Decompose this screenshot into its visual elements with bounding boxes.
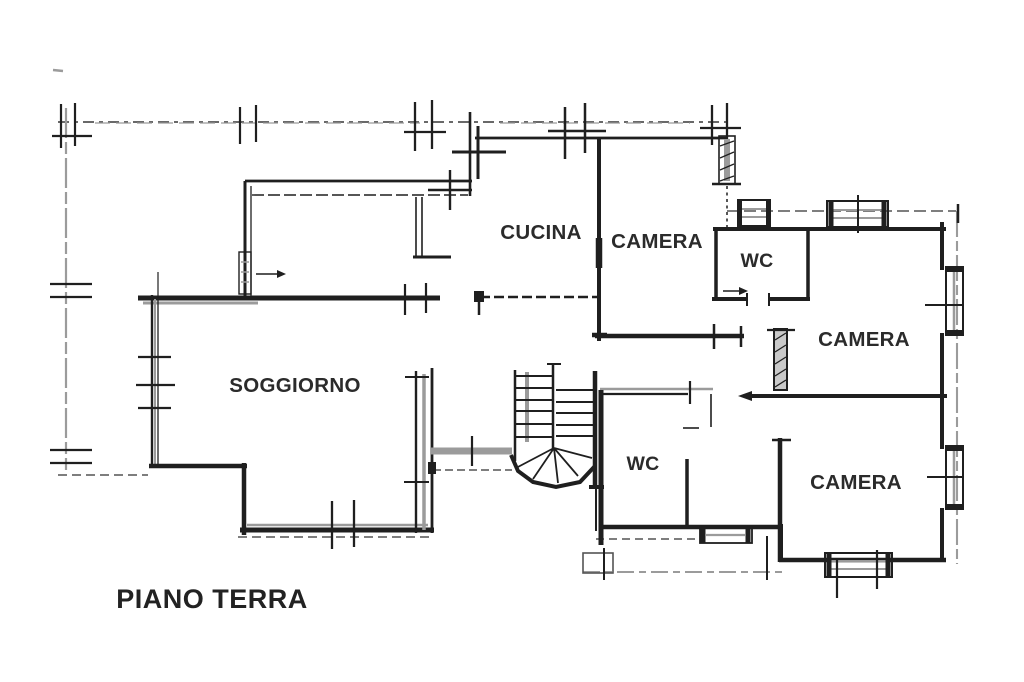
- entry-step: [582, 552, 614, 574]
- stair-treads-right: [556, 389, 594, 437]
- room-label-wc-lower: WC: [626, 453, 659, 475]
- stray-scan-mark: [52, 68, 64, 73]
- door-swing-arrow: [277, 270, 286, 278]
- stair-winders: [515, 447, 593, 484]
- window-icon: [238, 105, 258, 144]
- window-icon: [945, 266, 964, 336]
- window-icon: [403, 283, 428, 315]
- walls: [136, 112, 964, 598]
- wall-nub: [428, 462, 436, 474]
- window-icon: [452, 126, 506, 179]
- plan-title: PIANO TERRA: [116, 584, 308, 614]
- room-label-cucina: CUCINA: [500, 221, 582, 244]
- window-icon: [136, 355, 175, 410]
- room-label-camera-mid: CAMERA: [818, 328, 910, 351]
- staircase-icon: [509, 363, 597, 490]
- window-cross-symbols: [50, 100, 741, 465]
- window-icon: [737, 199, 771, 227]
- corridor: [428, 436, 512, 474]
- stair-treads-left: [514, 375, 552, 438]
- room-label-camera-bottom: CAMERA: [810, 471, 902, 494]
- room-label-wc-top: WC: [740, 250, 773, 272]
- window-icon: [824, 552, 893, 578]
- stair-base: [509, 454, 597, 490]
- window-icon: [330, 500, 356, 549]
- window-icon: [548, 103, 606, 159]
- room-label-soggiorno: SOGGIORNO: [229, 374, 360, 397]
- window-icon: [50, 282, 92, 299]
- window-icon: [404, 100, 446, 151]
- exterior-outline: [52, 68, 960, 580]
- door-swing-arrow: [738, 391, 752, 401]
- room-label-camera-top: CAMERA: [611, 230, 703, 253]
- window-icon: [238, 251, 252, 295]
- window-icon: [50, 448, 92, 465]
- window-icon: [428, 170, 472, 210]
- room-labels: SOGGIORNO CUCINA CAMERA WC CAMERA WC CAM…: [229, 221, 910, 494]
- window-icon: [699, 526, 753, 544]
- window-icon: [52, 103, 92, 148]
- door-swing-arrow: [739, 287, 748, 295]
